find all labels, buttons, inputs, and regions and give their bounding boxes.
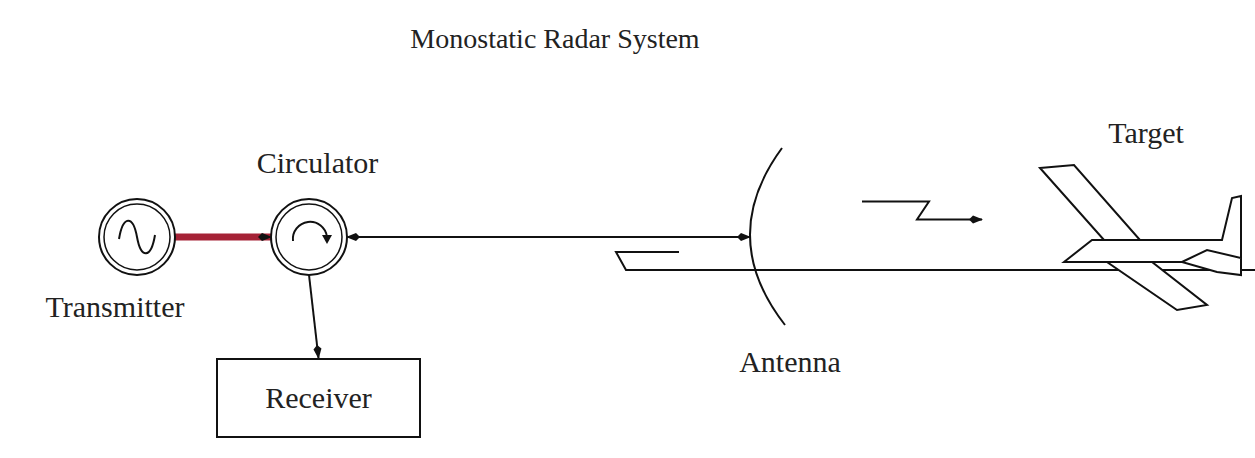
node-label: Receiver [218, 380, 419, 416]
signal-line [862, 202, 982, 220]
node-label: Target [1032, 115, 1255, 151]
target-symbol [1032, 155, 1244, 320]
signal-line [347, 236, 750, 238]
target: Target [1032, 115, 1255, 320]
node-label: Antenna [697, 344, 883, 380]
circulator-symbol [269, 197, 349, 277]
diagram-title: Monostatic Radar System [0, 22, 1110, 56]
node-label: Circulator [217, 145, 418, 181]
transmit-feed [175, 234, 271, 241]
transmitter-symbol [97, 197, 177, 277]
receiver-box: Receiver [216, 358, 421, 438]
antenna: Antenna [697, 145, 883, 380]
signal-line [309, 275, 319, 358]
circulator: Circulator [217, 145, 418, 280]
transmitter: Transmitter [2, 190, 228, 325]
antenna-symbol [744, 145, 792, 330]
node-label: Transmitter [2, 289, 228, 325]
